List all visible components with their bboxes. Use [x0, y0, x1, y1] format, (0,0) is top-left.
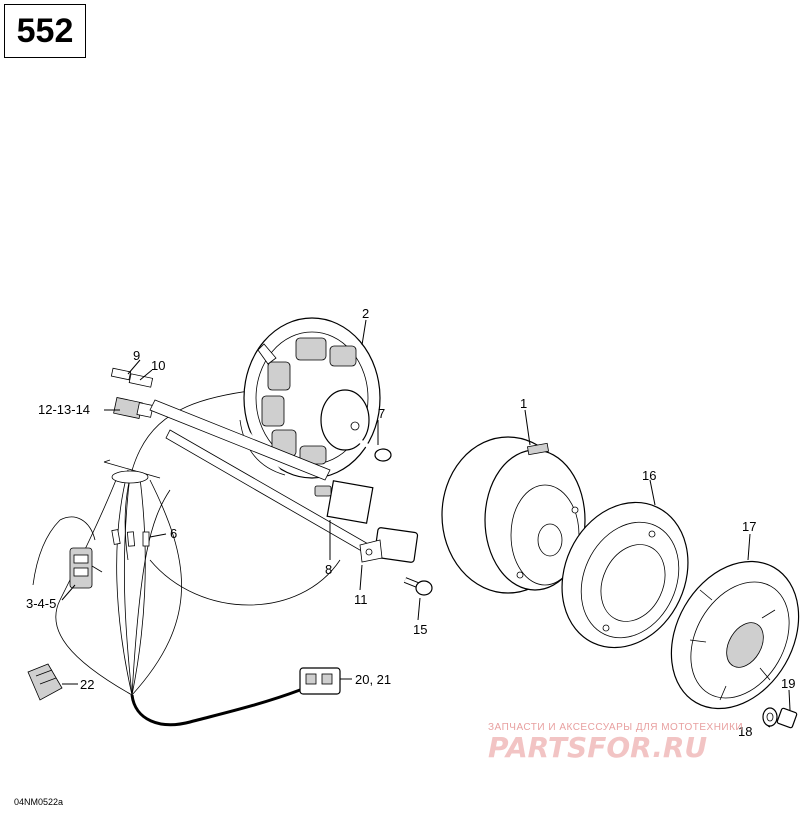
- callout-3-4-5: 3-4-5: [26, 596, 56, 611]
- bolt-15: [403, 577, 433, 596]
- page-number: 552: [16, 11, 74, 50]
- watermark-brand: PARTSFOR.RU: [488, 731, 708, 764]
- watermark: ЗАПЧАСТИ И АКСЕССУАРЫ ДЛЯ МОТОТЕХНИКИ PA…: [488, 722, 788, 763]
- watermark-tagline: ЗАПЧАСТИ И АКСЕССУАРЫ ДЛЯ МОТОТЕХНИКИ: [488, 722, 744, 733]
- callout-9: 9: [133, 348, 140, 363]
- callout-7: 7: [378, 406, 385, 421]
- callout-17: 17: [742, 519, 756, 534]
- callout-8: 8: [325, 562, 332, 577]
- washer-18: [762, 707, 778, 727]
- terminals-6: [111, 529, 150, 547]
- page-number-box: 552: [4, 4, 86, 58]
- callout-15: 15: [413, 622, 427, 637]
- callout-11: 11: [354, 592, 368, 607]
- sensor-11: [359, 527, 419, 563]
- cover-17: [670, 560, 800, 710]
- ring-gear-16: [561, 501, 689, 649]
- plug-22: [27, 663, 63, 701]
- callout-10: 10: [151, 358, 165, 373]
- callout-12-13-14: 12-13-14: [38, 402, 90, 417]
- small-connectors: [110, 367, 154, 420]
- callout-19: 19: [781, 676, 795, 691]
- callout-1: 1: [520, 396, 527, 411]
- connector-20-21: [299, 667, 341, 695]
- flywheel-1: [441, 436, 586, 594]
- screw-7: [356, 438, 392, 462]
- drawing-code: 04NM0522a: [14, 797, 64, 807]
- leader-lines: [61, 319, 791, 728]
- callout-2: 2: [362, 306, 369, 321]
- callout-20-21: 20, 21: [355, 672, 391, 687]
- callout-6: 6: [170, 526, 177, 541]
- callout-22: 22: [80, 677, 94, 692]
- callouts: 1 2 3-4-5 6 7 8 9 10 11 12-13-14 15 16 1…: [26, 306, 795, 739]
- callout-16: 16: [642, 468, 656, 483]
- bolt-19: [776, 707, 798, 729]
- wiring-harness: [32, 387, 341, 727]
- callout-18: 18: [738, 724, 752, 739]
- stator-2: [239, 317, 381, 479]
- connector-3-4-5: [69, 547, 103, 589]
